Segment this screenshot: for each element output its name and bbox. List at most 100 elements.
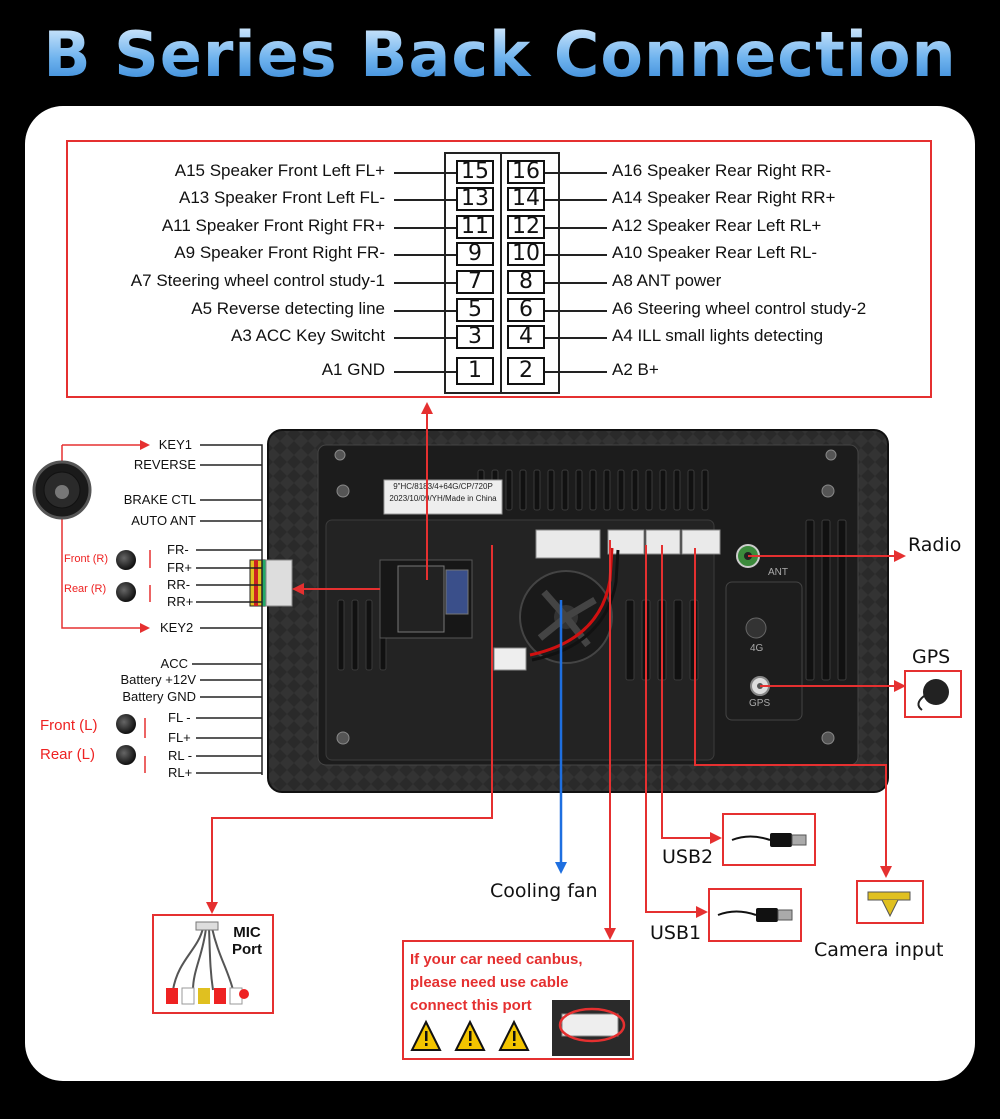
canbus-note: If your car need canbus, please need use… bbox=[410, 951, 583, 1014]
sticker-line-2: 2023/10/09/YH/Made in China bbox=[389, 494, 497, 503]
wire-label-fl-minus: FL - bbox=[168, 710, 191, 725]
canbus-port-photo bbox=[552, 1000, 630, 1056]
wire-label-key1: KEY1 bbox=[158, 437, 192, 452]
pin-leader-line bbox=[545, 254, 607, 256]
pin-leader-line bbox=[545, 310, 607, 312]
pin-label-right: A10 Speaker Rear Left RL- bbox=[612, 243, 818, 262]
pin-number: 12 bbox=[507, 215, 545, 239]
wire-label-brake: BRAKE CTL bbox=[123, 492, 196, 507]
pinout-box bbox=[66, 140, 932, 398]
pin-label-left: A7 Steering wheel control study-1 bbox=[130, 271, 385, 290]
pin-number: 7 bbox=[456, 270, 494, 294]
unit-sticker: 9"HC/8183/4+64G/CP/720P 2023/10/09/YH/Ma… bbox=[386, 481, 500, 505]
pin-label-right: A2 B+ bbox=[612, 360, 659, 379]
wire-label-rr-plus: RR+ bbox=[167, 594, 194, 609]
wire-label-rl-plus: RL+ bbox=[168, 765, 193, 780]
pin-label-right: A12 Speaker Rear Left RL+ bbox=[612, 216, 822, 235]
connector-outline bbox=[444, 152, 560, 394]
radio-label: Radio bbox=[908, 534, 962, 556]
wire-label-battery-gnd: Battery GND bbox=[122, 689, 196, 704]
pin-label-left: A9 Speaker Front Right FR- bbox=[174, 243, 385, 262]
pin-number: 15 bbox=[456, 160, 494, 184]
page-title: B Series Back Connection bbox=[0, 18, 1000, 91]
pin-label-left: A11 Speaker Front Right FR+ bbox=[161, 216, 385, 235]
wire-label-fl-plus: FL+ bbox=[168, 730, 191, 745]
pin-number: 9 bbox=[456, 242, 494, 266]
pin-leader-line bbox=[394, 254, 456, 256]
pin-leader-line bbox=[394, 172, 456, 174]
mic-port-label: MIC Port bbox=[232, 924, 262, 958]
pin-leader-line bbox=[394, 337, 456, 339]
ant-label: ANT bbox=[768, 567, 788, 578]
camera-input-label: Camera input bbox=[814, 939, 944, 961]
pin-label-right: A6 Steering wheel control study-2 bbox=[612, 299, 867, 318]
wire-label-key2: KEY2 bbox=[160, 620, 194, 635]
pin-number: 11 bbox=[456, 215, 494, 239]
connector-divider bbox=[500, 152, 502, 394]
pin-number: 10 bbox=[507, 242, 545, 266]
wire-label-reverse: REVERSE bbox=[133, 457, 196, 472]
pin-number: 4 bbox=[507, 325, 545, 349]
sticker-line-1: 9"HC/8183/4+64G/CP/720P bbox=[393, 482, 493, 491]
speaker-label-front-l: Front (L) bbox=[40, 717, 98, 734]
gps-port-label: GPS bbox=[749, 698, 771, 709]
pin-label-right: A8 ANT power bbox=[612, 271, 722, 290]
speaker-icon bbox=[116, 582, 136, 602]
pin-label-left: A15 Speaker Front Left FL+ bbox=[174, 161, 385, 180]
pin-leader-line bbox=[394, 282, 456, 284]
pin-number: 2 bbox=[507, 357, 545, 385]
pin-leader-line bbox=[545, 337, 607, 339]
camera-connector-icon bbox=[867, 891, 911, 918]
pin-number: 16 bbox=[507, 160, 545, 184]
pin-leader-line bbox=[394, 199, 456, 201]
pin-number: 6 bbox=[507, 298, 545, 322]
speaker-label-rear-r: Rear (R) bbox=[64, 583, 107, 595]
wire-label-rr-minus: RR- bbox=[167, 577, 191, 592]
pin-leader-line bbox=[394, 310, 456, 312]
wire-label-rl-minus: RL - bbox=[168, 748, 193, 763]
wire-label-fr-plus: FR+ bbox=[167, 560, 192, 575]
pin-number: 8 bbox=[507, 270, 545, 294]
gps-antenna-icon bbox=[917, 679, 949, 711]
speaker-icon bbox=[116, 550, 136, 570]
pin-leader-line bbox=[545, 172, 607, 174]
usb1-label: USB1 bbox=[650, 922, 702, 944]
pin-leader-line bbox=[545, 282, 607, 284]
usb2-label: USB2 bbox=[662, 846, 714, 868]
pin-leader-line bbox=[545, 199, 607, 201]
wire-label-battery-12v: Battery +12V bbox=[120, 672, 196, 687]
pin-leader-line bbox=[545, 227, 607, 229]
pin-leader-line bbox=[394, 371, 456, 373]
wire-label-auto-ant: AUTO ANT bbox=[131, 513, 196, 528]
pin-leader-line bbox=[545, 371, 607, 373]
pin-leader-line bbox=[394, 227, 456, 229]
speaker-icon bbox=[116, 745, 136, 765]
warning-icons bbox=[410, 1019, 530, 1051]
pin-number: 13 bbox=[456, 187, 494, 211]
pin-number: 5 bbox=[456, 298, 494, 322]
speaker-icon bbox=[116, 714, 136, 734]
speaker-label-rear-l: Rear (L) bbox=[40, 746, 96, 763]
wire-label-fr-minus: FR- bbox=[167, 542, 189, 557]
gps-label: GPS bbox=[912, 646, 951, 668]
pin-number: 14 bbox=[507, 187, 545, 211]
usb-icon bbox=[731, 833, 807, 847]
speaker-label-front-r: Front (R) bbox=[64, 553, 108, 565]
pin-label-left: A13 Speaker Front Left FL- bbox=[179, 188, 385, 207]
pin-label-right: A16 Speaker Rear Right RR- bbox=[612, 161, 832, 180]
pin-label-left: A3 ACC Key Switcht bbox=[230, 326, 385, 345]
pin-label-left: A1 GND bbox=[321, 360, 385, 379]
usb-icon bbox=[717, 908, 793, 922]
cable-harness-icon bbox=[166, 921, 249, 1005]
wire-label-acc: ACC bbox=[160, 656, 188, 671]
pin-label-left: A5 Reverse detecting line bbox=[191, 299, 385, 318]
4g-label: 4G bbox=[750, 643, 764, 654]
pin-number: 1 bbox=[456, 357, 494, 385]
cooling-fan-label: Cooling fan bbox=[490, 880, 598, 902]
pin-number: 3 bbox=[456, 325, 494, 349]
pin-label-right: A14 Speaker Rear Right RR+ bbox=[612, 188, 836, 207]
pin-label-right: A4 ILL small lights detecting bbox=[612, 326, 824, 345]
